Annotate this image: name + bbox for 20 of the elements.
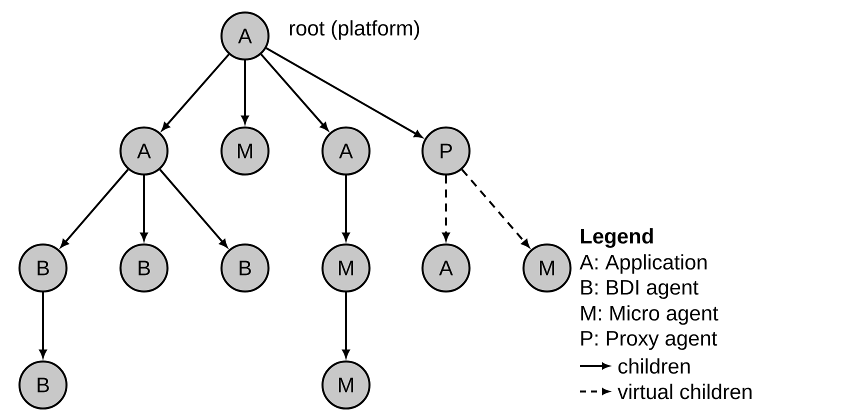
arrow	[162, 54, 230, 131]
legend-entry: A: Application	[580, 254, 707, 274]
arrow	[260, 54, 328, 131]
legend-entry: virtual children	[618, 384, 752, 400]
arrow	[342, 292, 350, 358]
arrow	[266, 47, 422, 138]
legend-entry: P: Proxy agent	[581, 331, 718, 350]
arrow	[159, 168, 228, 248]
arrow	[39, 292, 47, 358]
node-caption: root (platform)	[290, 20, 420, 40]
arrow	[442, 176, 450, 241]
legend-title: Legend	[580, 228, 653, 248]
arrow	[60, 168, 129, 248]
arrow	[461, 168, 530, 248]
legend-entry: B: BDI agent	[581, 280, 698, 299]
legend-entry: M: Micro agent	[581, 305, 718, 325]
arrow	[140, 176, 148, 241]
legend-entry: children	[618, 358, 690, 374]
arrow	[342, 176, 350, 241]
arrow	[241, 60, 249, 124]
